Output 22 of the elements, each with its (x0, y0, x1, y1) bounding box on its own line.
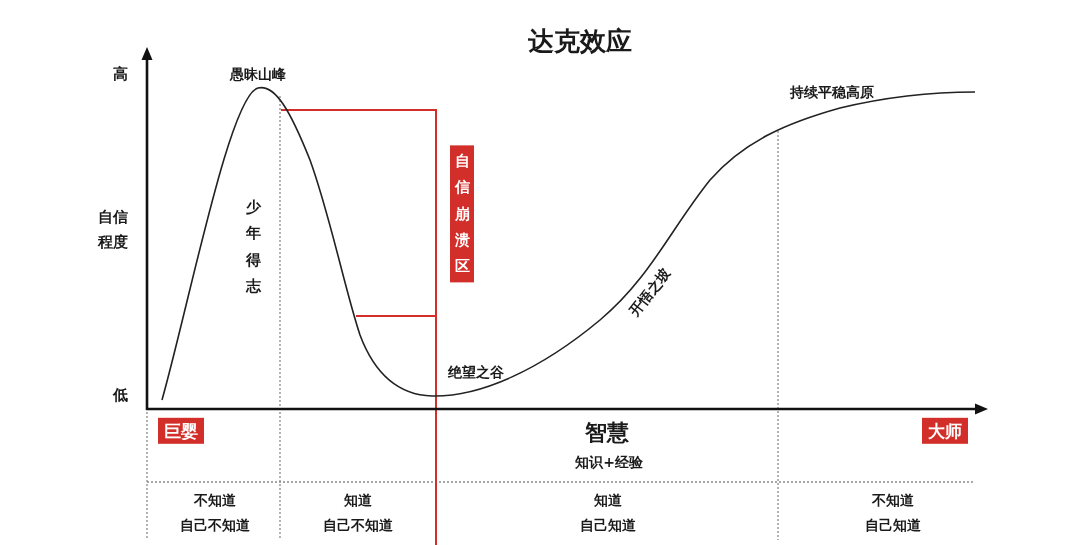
stage-label: 持续平稳高原 (790, 83, 874, 101)
cell-text: 不知道 (194, 491, 236, 509)
stage-label: 愚昧山峰 (230, 65, 286, 83)
stage-label: 绝望之谷 (448, 363, 504, 381)
cell-text: 自己知道 (865, 516, 921, 534)
cell-text: 知道 (344, 491, 372, 509)
axis-subtitle: 知识+经验 (575, 453, 643, 471)
level-badge: 大师 (922, 417, 968, 445)
cell-text: 自己不知道 (180, 516, 250, 534)
level-badge: 巨婴 (158, 417, 204, 445)
stage-label: 开悟之坡 (626, 264, 674, 320)
chart-title: 达克效应 (528, 26, 632, 58)
axis-title: 智慧 (585, 419, 629, 447)
phase-label: 少年得志 (245, 196, 261, 297)
zone-badge: 自信崩溃区 (450, 145, 474, 283)
cell-text: 知道 (594, 491, 622, 509)
cell-text: 自己不知道 (323, 516, 393, 534)
axis-tick-label: 高 (112, 65, 128, 83)
cell-text: 不知道 (872, 491, 914, 509)
axis-title: 自信程度 (97, 207, 129, 253)
cell-text: 自己知道 (580, 516, 636, 534)
axis-tick-label: 低 (112, 386, 128, 404)
